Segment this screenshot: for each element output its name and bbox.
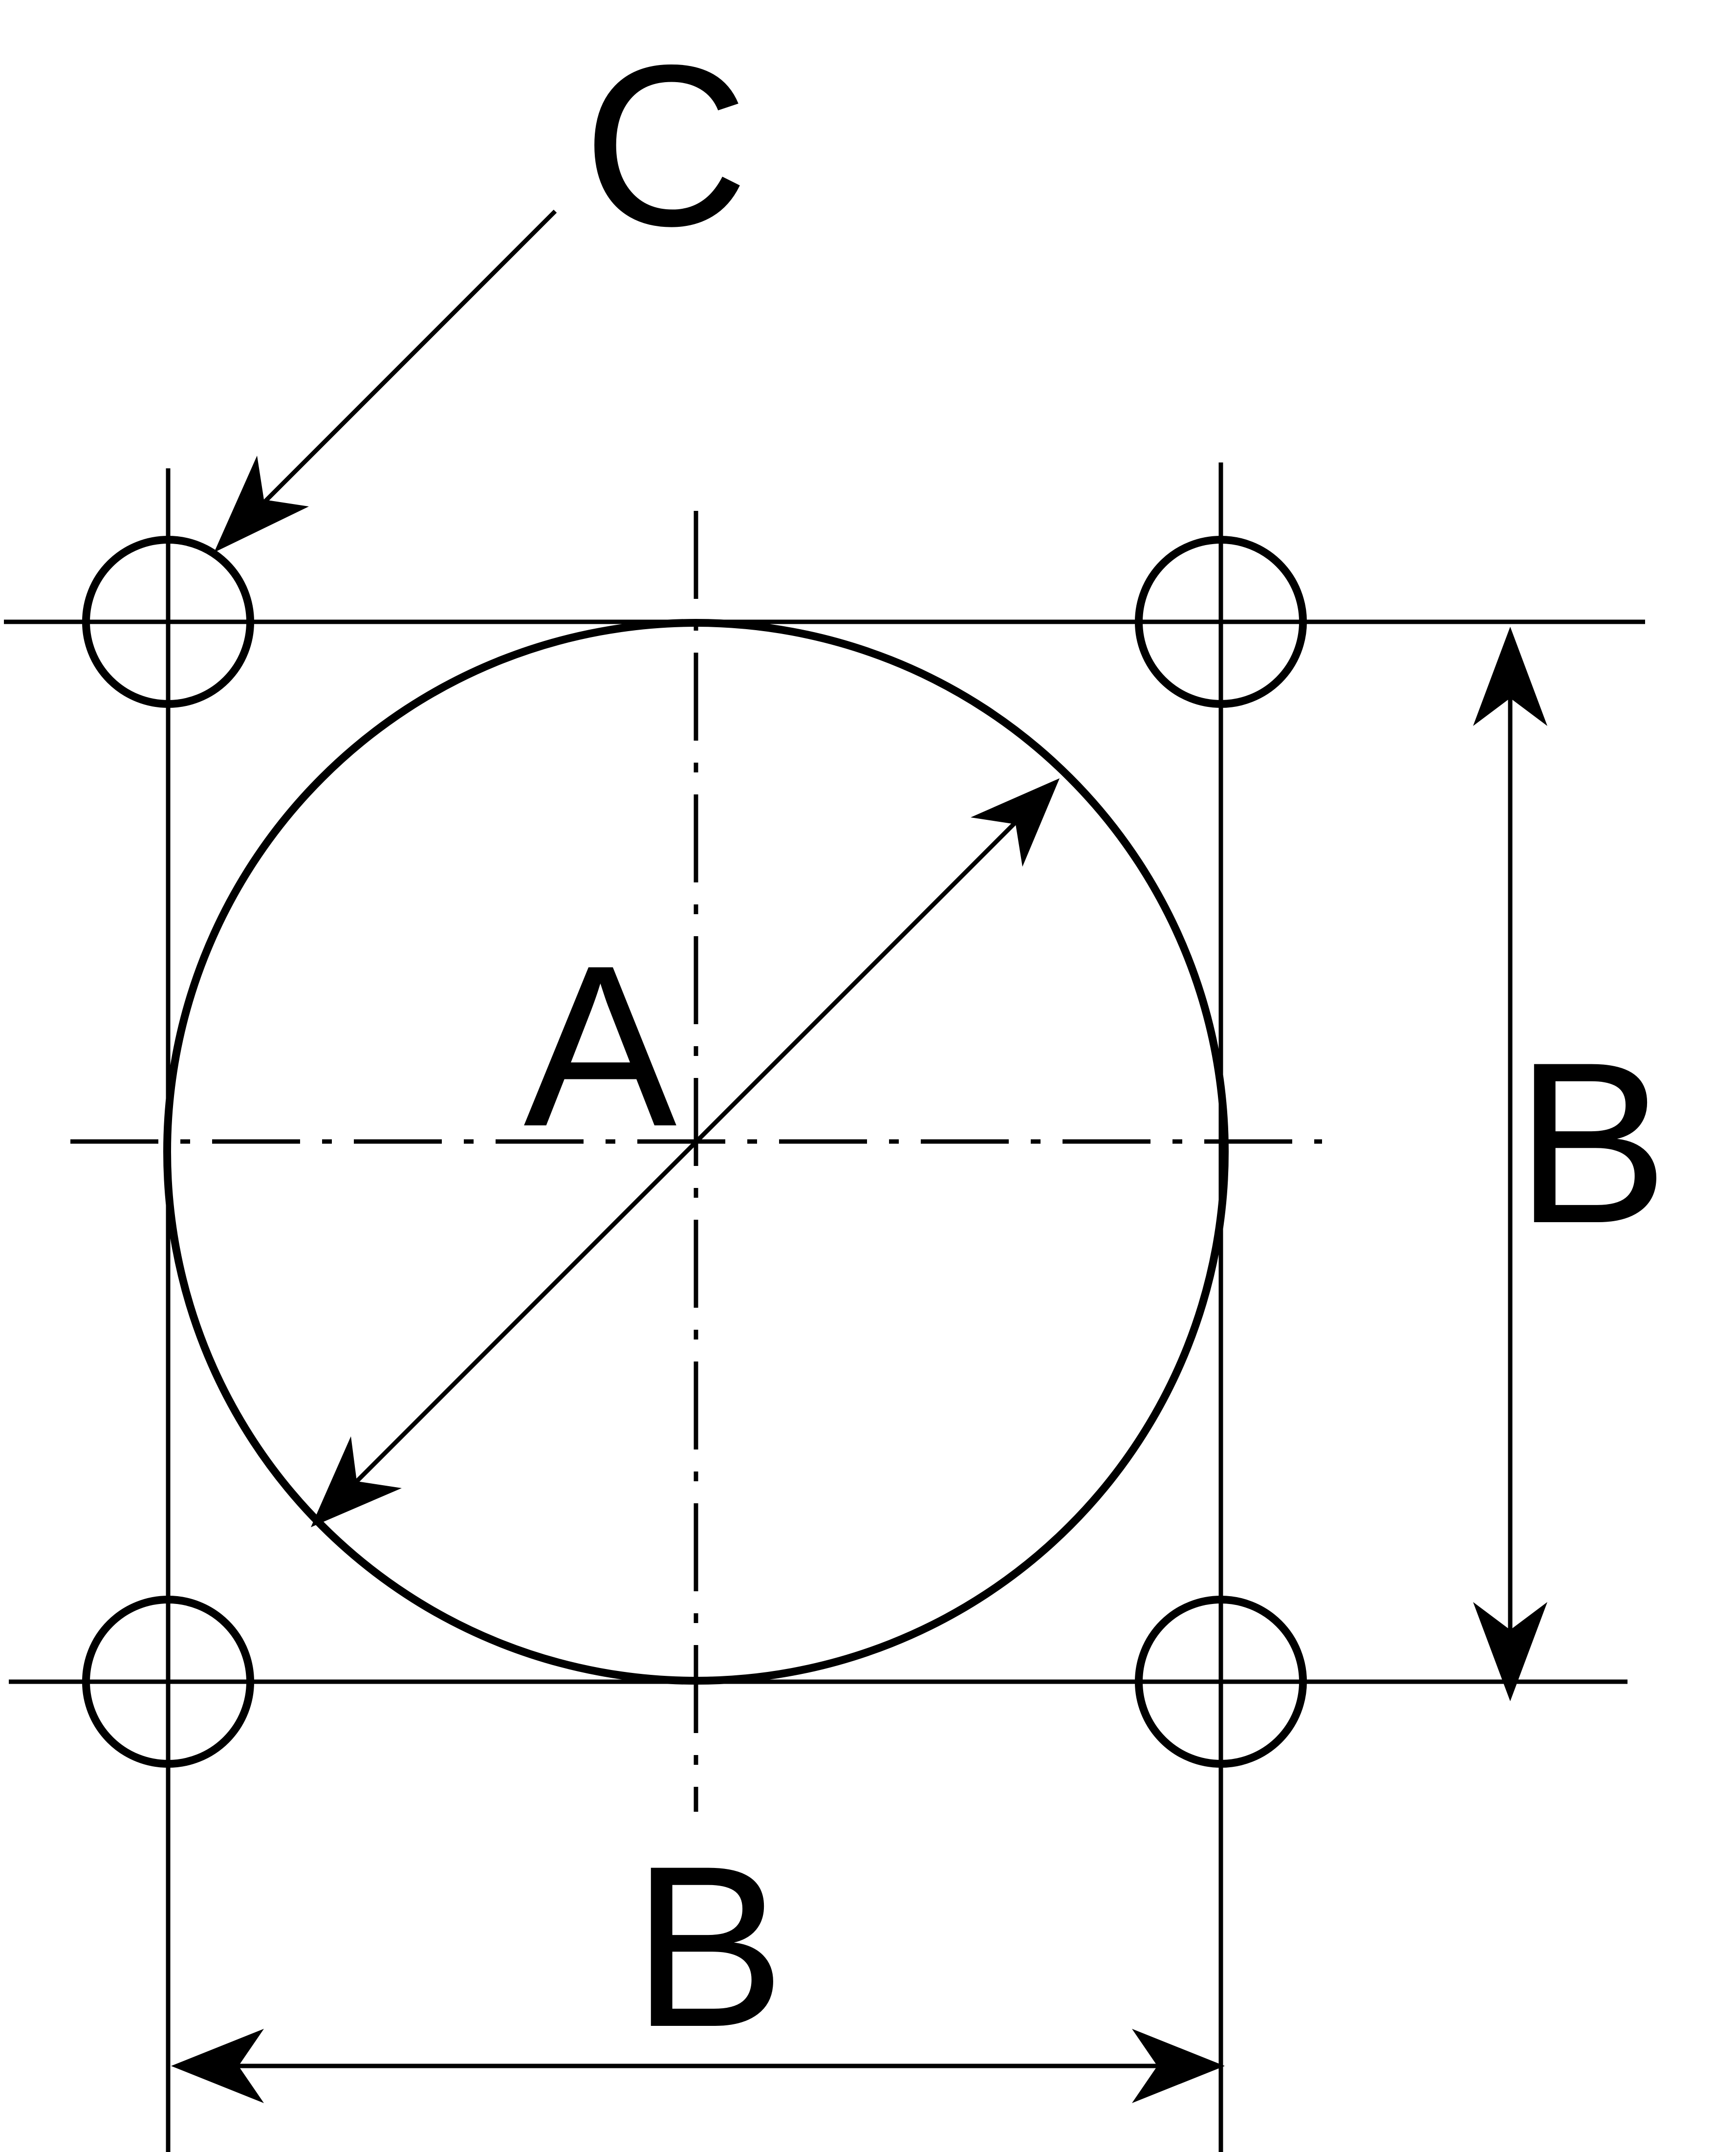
- arrowhead-icon: [1473, 627, 1547, 726]
- diameter-dimension: [311, 778, 1060, 1527]
- label-horizontal-spacing: B: [632, 1818, 785, 2075]
- arrowhead-icon: [311, 1436, 402, 1527]
- hole-leader: [214, 209, 557, 552]
- mounting-hole-top-right: [1135, 536, 1307, 708]
- arrowhead-icon: [171, 2029, 264, 2103]
- label-vertical-spacing: B: [1515, 1014, 1669, 1271]
- mounting-hole-top-left: [82, 536, 254, 708]
- mounting-holes: [82, 536, 1307, 1768]
- main-bore-circle: [163, 619, 1229, 1685]
- hole-leader-line: [257, 209, 557, 509]
- mounting-hole-bottom-right: [1135, 1596, 1307, 1768]
- vertical-spacing-dimension: [1473, 627, 1547, 1701]
- mounting-hole-bottom-left: [82, 1596, 254, 1768]
- arrowhead-icon: [971, 778, 1060, 867]
- label-mounting-hole: C: [583, 17, 748, 274]
- horizontal-spacing-dimension: [171, 2029, 1225, 2103]
- arrowhead-icon: [214, 456, 309, 552]
- construction-lines: [4, 462, 1645, 2152]
- center-lines: [70, 511, 1322, 1812]
- label-diameter: A: [523, 918, 678, 1174]
- arrowhead-icon: [1132, 2029, 1225, 2103]
- diameter-dimension-line: [350, 819, 1019, 1488]
- arrowhead-icon: [1473, 1602, 1547, 1701]
